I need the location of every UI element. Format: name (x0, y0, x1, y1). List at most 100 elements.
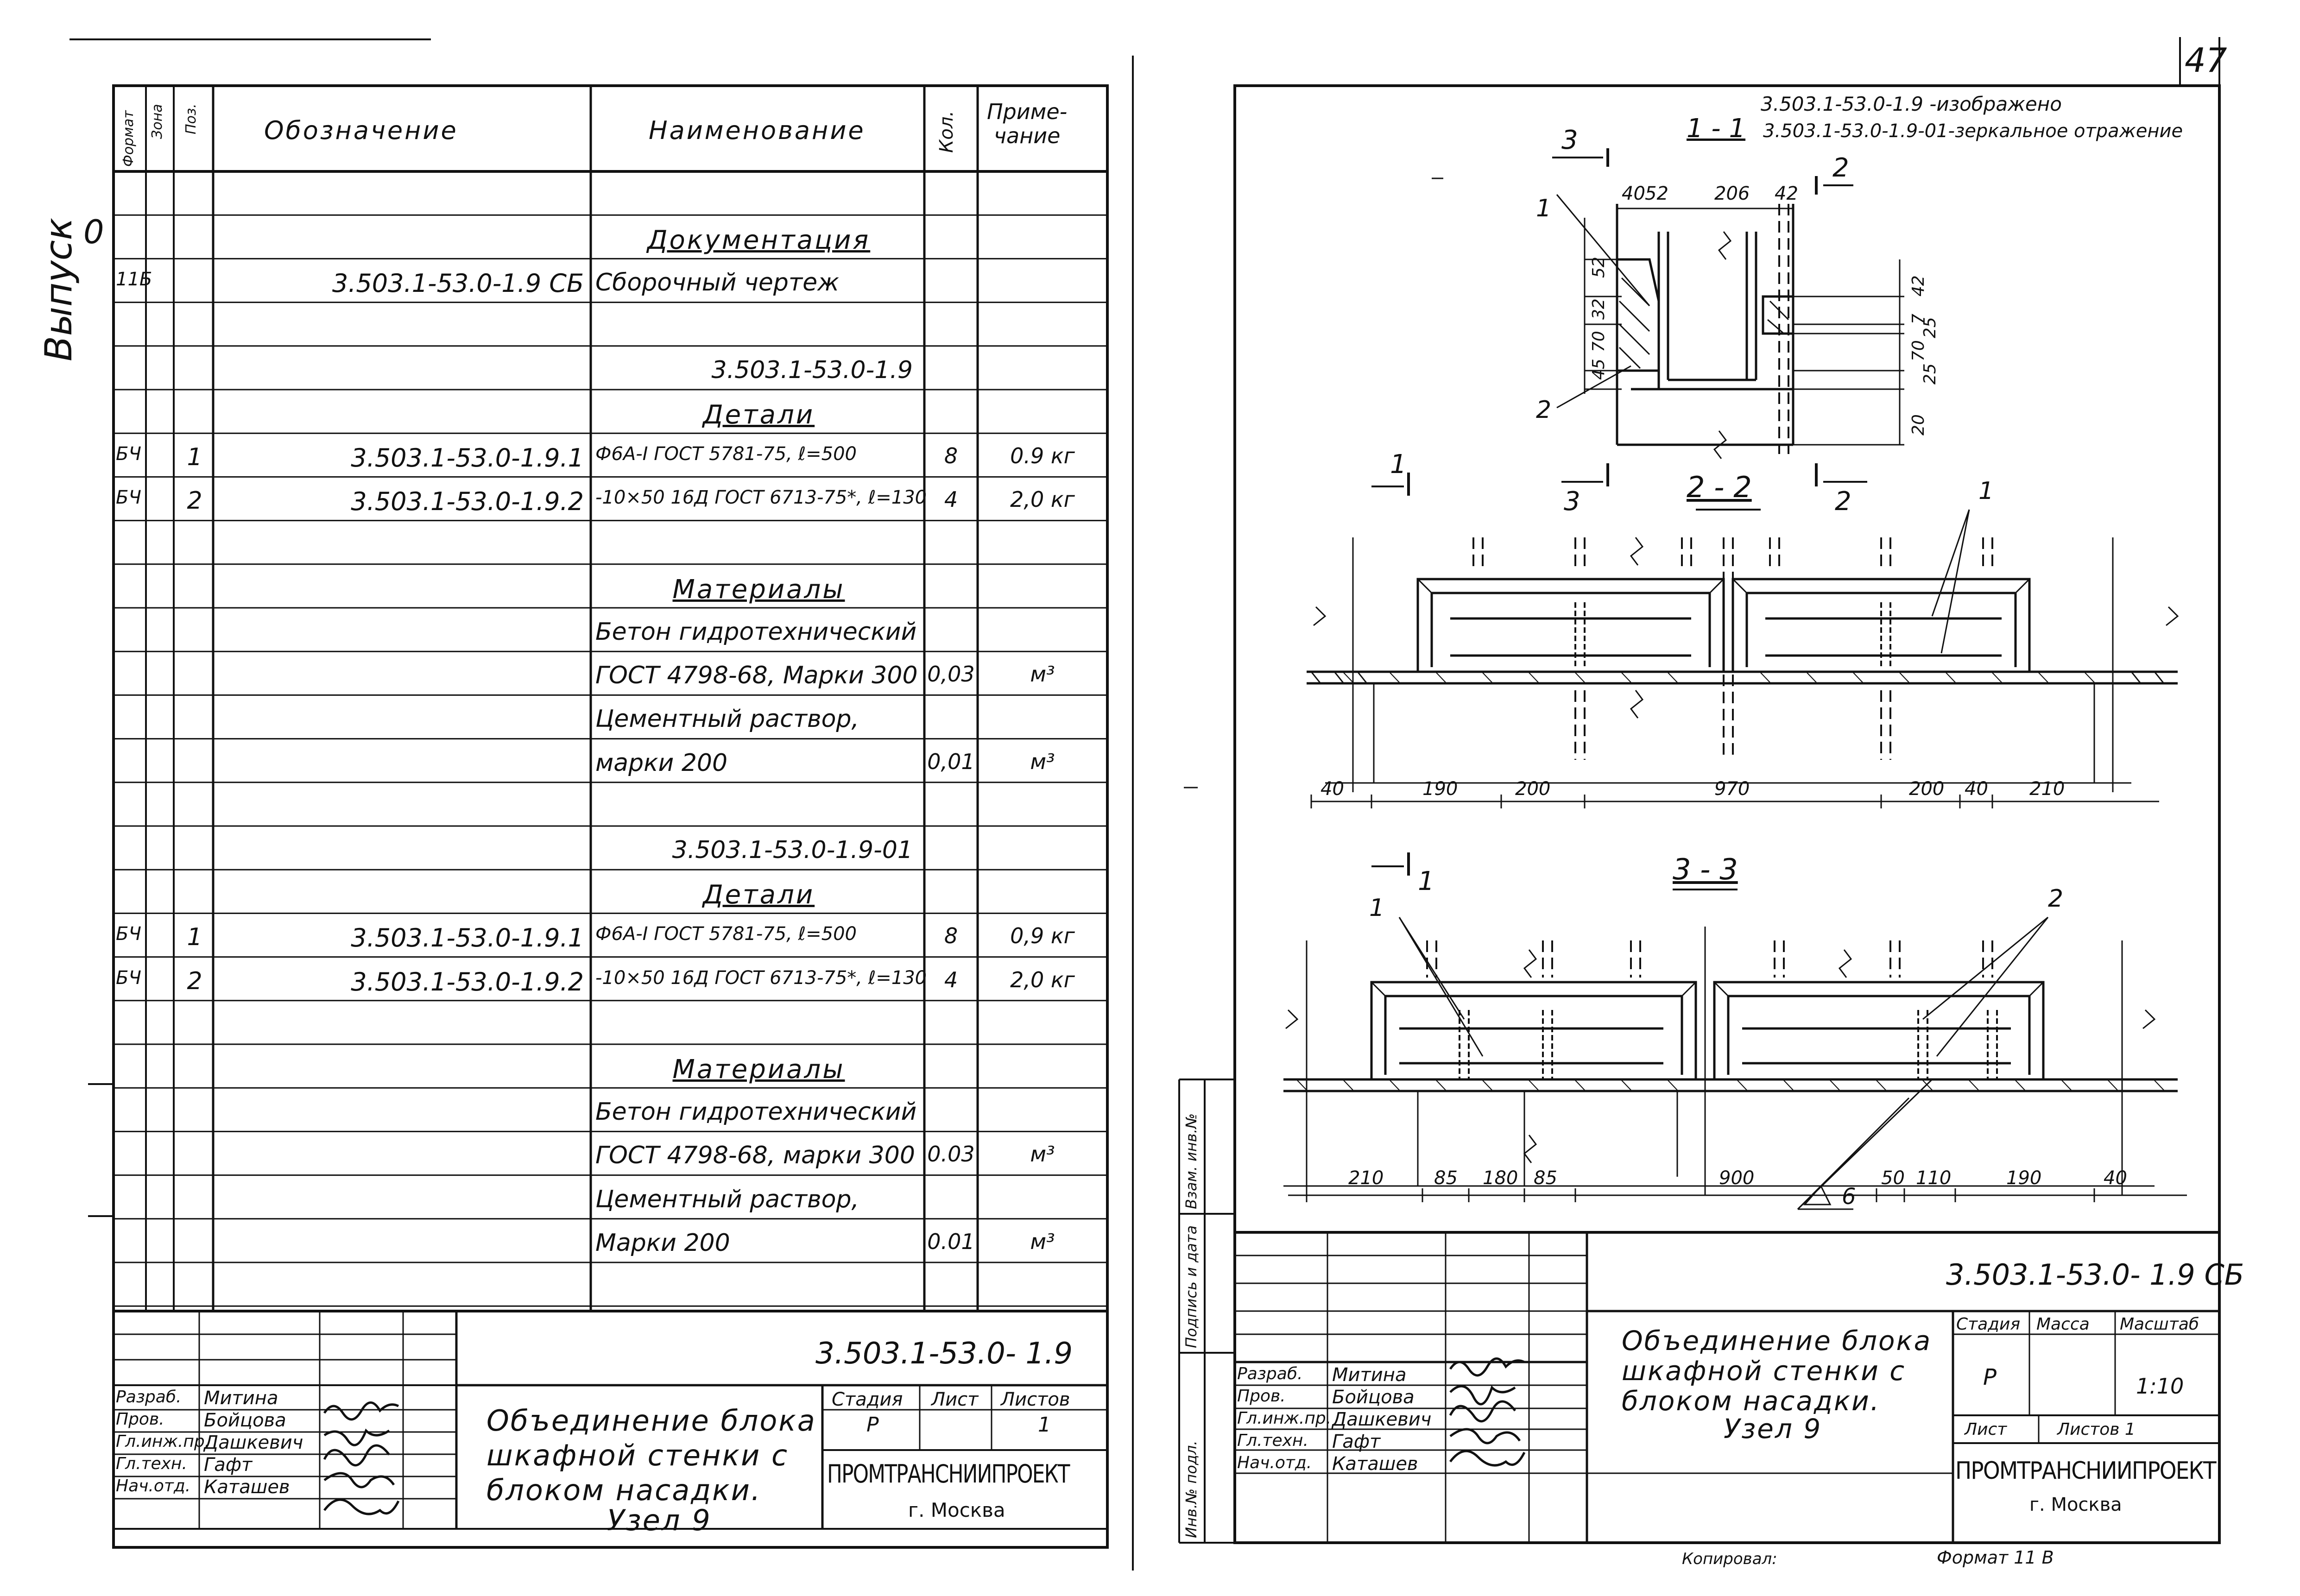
spec-cell-qty: 0,03 (927, 662, 975, 687)
role-name: Митина (1332, 1364, 1407, 1386)
spec-cell-qty: 8 (944, 443, 958, 469)
role-name: Митина (204, 1388, 278, 1409)
cut-mark-3-bottom: 3 (1564, 486, 1580, 517)
footer-copied: Копировал: (1682, 1550, 1777, 1568)
dimension-label: 210 (1348, 1167, 1384, 1189)
cut-mark-2-bottom: 2 (1835, 486, 1851, 517)
spec-cell-name: Документация (647, 225, 871, 256)
spec-cell-format: БЧ (116, 923, 141, 945)
spec-cell-name: Материалы (672, 574, 845, 605)
role-label: Гл.техн. (116, 1454, 187, 1473)
dimension-label: 40 (1965, 778, 1988, 800)
spec-cell-qty: 0,01 (927, 749, 975, 774)
cut-mark-3-top: 3 (1561, 125, 1578, 155)
spec-cell-name: Бетон гидротехнический (595, 1098, 917, 1126)
dimension-label: 50 (1881, 1167, 1905, 1189)
dimension-label: 70 (1909, 340, 1928, 361)
role-name: Гафт (1332, 1431, 1381, 1452)
leader-1-section-33: 1 (1369, 894, 1385, 922)
spec-cell-name: Материалы (672, 1054, 845, 1085)
weld-symbol: 6 (1842, 1184, 1856, 1210)
spec-cell-note: 0.9 кг (1010, 443, 1075, 469)
spec-cell-designation: 3.503.1-53.0-1.9.2 (351, 487, 584, 517)
leader-2-section-33: 2 (2048, 885, 2064, 913)
section-2-2-label: 2 - 2 (1687, 470, 1752, 504)
spec-cell-pos: 2 (187, 967, 202, 995)
left-stage-value: Р (866, 1413, 879, 1437)
left-title-line-1: Объединение блока (487, 1404, 816, 1438)
leader-2-section-11: 2 (1536, 396, 1552, 424)
spec-cell-name: ГОСТ 4798-68, Марки 300 (595, 662, 918, 690)
left-stage-label: Стадия (832, 1389, 903, 1410)
drawing-caption-1: 3.503.1-53.0-1.9 -изображено (1761, 93, 2062, 115)
left-org: ПРОМТРАНСНИИПРОЕКТ (827, 1459, 1070, 1489)
dimension-label: 200 (1515, 778, 1551, 800)
role-name: Дашкевич (204, 1432, 303, 1453)
dimension-label: 45 (1589, 359, 1608, 380)
role-name: Дашкевич (1332, 1409, 1432, 1430)
dimension-label: 85 (1534, 1167, 1557, 1189)
dimension-label: 900 (1719, 1167, 1755, 1189)
left-title-line-4: Узел 9 (607, 1503, 712, 1537)
dimension-label: 40 (1622, 183, 1645, 204)
right-stage-label: Стадия (1956, 1315, 2021, 1334)
spec-cell-name: марки 200 (595, 749, 728, 777)
right-sheets-label: Листов 1 (2057, 1420, 2136, 1439)
dimension-label: 206 (1714, 183, 1750, 204)
header-name: Наименование (649, 116, 866, 145)
header-note: Приме- чание (987, 99, 1068, 148)
left-title-line-2: шкафной стенки с (487, 1438, 789, 1472)
left-title-line-3: блоком насадки. (487, 1473, 762, 1507)
role-name: Каташев (204, 1476, 290, 1498)
spec-cell-pos: 1 (187, 443, 202, 472)
stamp-signature-date: Подпись и дата (1182, 1225, 1200, 1348)
spec-cell-name: -10×50 16Д ГОСТ 6713-75*, ℓ=130 (595, 487, 927, 509)
right-title-line-2: шкафной стенки с (1622, 1355, 1906, 1387)
spec-cell-name: Детали (702, 880, 815, 910)
spec-cell-pos: 1 (187, 923, 202, 952)
role-label: Нач.отд. (116, 1476, 191, 1495)
role-label: Нач.отд. (1237, 1453, 1312, 1472)
spec-cell-name: -10×50 16Д ГОСТ 6713-75*, ℓ=130 (595, 967, 927, 989)
right-scale-label: Масштаб (2120, 1315, 2199, 1334)
dimension-label: 42 (1775, 183, 1798, 204)
dimension-label: 20 (1909, 414, 1928, 435)
role-label: Гл.инж.пр. (116, 1432, 210, 1451)
cut-mark-2-top: 2 (1832, 153, 1849, 183)
spec-cell-note: м³ (1030, 662, 1055, 687)
leader-1-section-22: 1 (1978, 477, 1994, 505)
drawing-caption-2: 3.503.1-53.0-1.9-01-зеркальное отражение (1763, 120, 2183, 142)
role-name: Гафт (204, 1454, 253, 1476)
spec-cell-format: БЧ (116, 443, 141, 465)
spec-cell-name: 3.503.1-53.0-1.9 (711, 356, 913, 384)
spec-cell-note: 0,9 кг (1010, 923, 1075, 949)
spec-cell-qty: 4 (944, 967, 958, 992)
right-title-line-3: блоком насадки. (1622, 1385, 1881, 1417)
right-city: г. Москва (2029, 1494, 2122, 1515)
dimension-label: 32 (1589, 298, 1608, 320)
right-mass-label: Масса (2036, 1315, 2090, 1334)
spec-cell-name: ГОСТ 4798-68, марки 300 (595, 1142, 915, 1170)
dimension-label: 85 (1434, 1167, 1458, 1189)
role-label: Разраб. (116, 1388, 182, 1407)
dimension-label: 70 (1589, 331, 1608, 352)
dimension-label: 180 (1483, 1167, 1518, 1189)
spec-cell-note: м³ (1030, 749, 1055, 774)
spec-cell-name: Ф6А-I ГОСТ 5781-75, ℓ=500 (595, 443, 857, 465)
spec-cell-designation: 3.503.1-53.0-1.9 СБ (332, 269, 584, 298)
role-name: Каташев (1332, 1453, 1418, 1475)
right-stage-value: Р (1983, 1364, 1997, 1390)
spec-cell-format: 11Б (116, 269, 152, 290)
spec-cell-name: Бетон гидротехнический (595, 618, 917, 646)
role-label: Пров. (1237, 1387, 1286, 1406)
left-doc-code: 3.503.1-53.0- 1.9 (815, 1337, 1073, 1371)
spec-cell-qty: 0.03 (927, 1142, 975, 1167)
cut-mark-1-a: 1 (1390, 449, 1407, 479)
role-label: Пров. (116, 1410, 164, 1429)
dimension-label: 190 (1422, 778, 1458, 800)
spec-cell-designation: 3.503.1-53.0-1.9.1 (351, 923, 584, 953)
dimension-label: 970 (1714, 778, 1750, 800)
spec-cell-designation: 3.503.1-53.0-1.9.1 (351, 443, 584, 473)
spec-cell-name: Цементный раствор, (595, 705, 859, 733)
